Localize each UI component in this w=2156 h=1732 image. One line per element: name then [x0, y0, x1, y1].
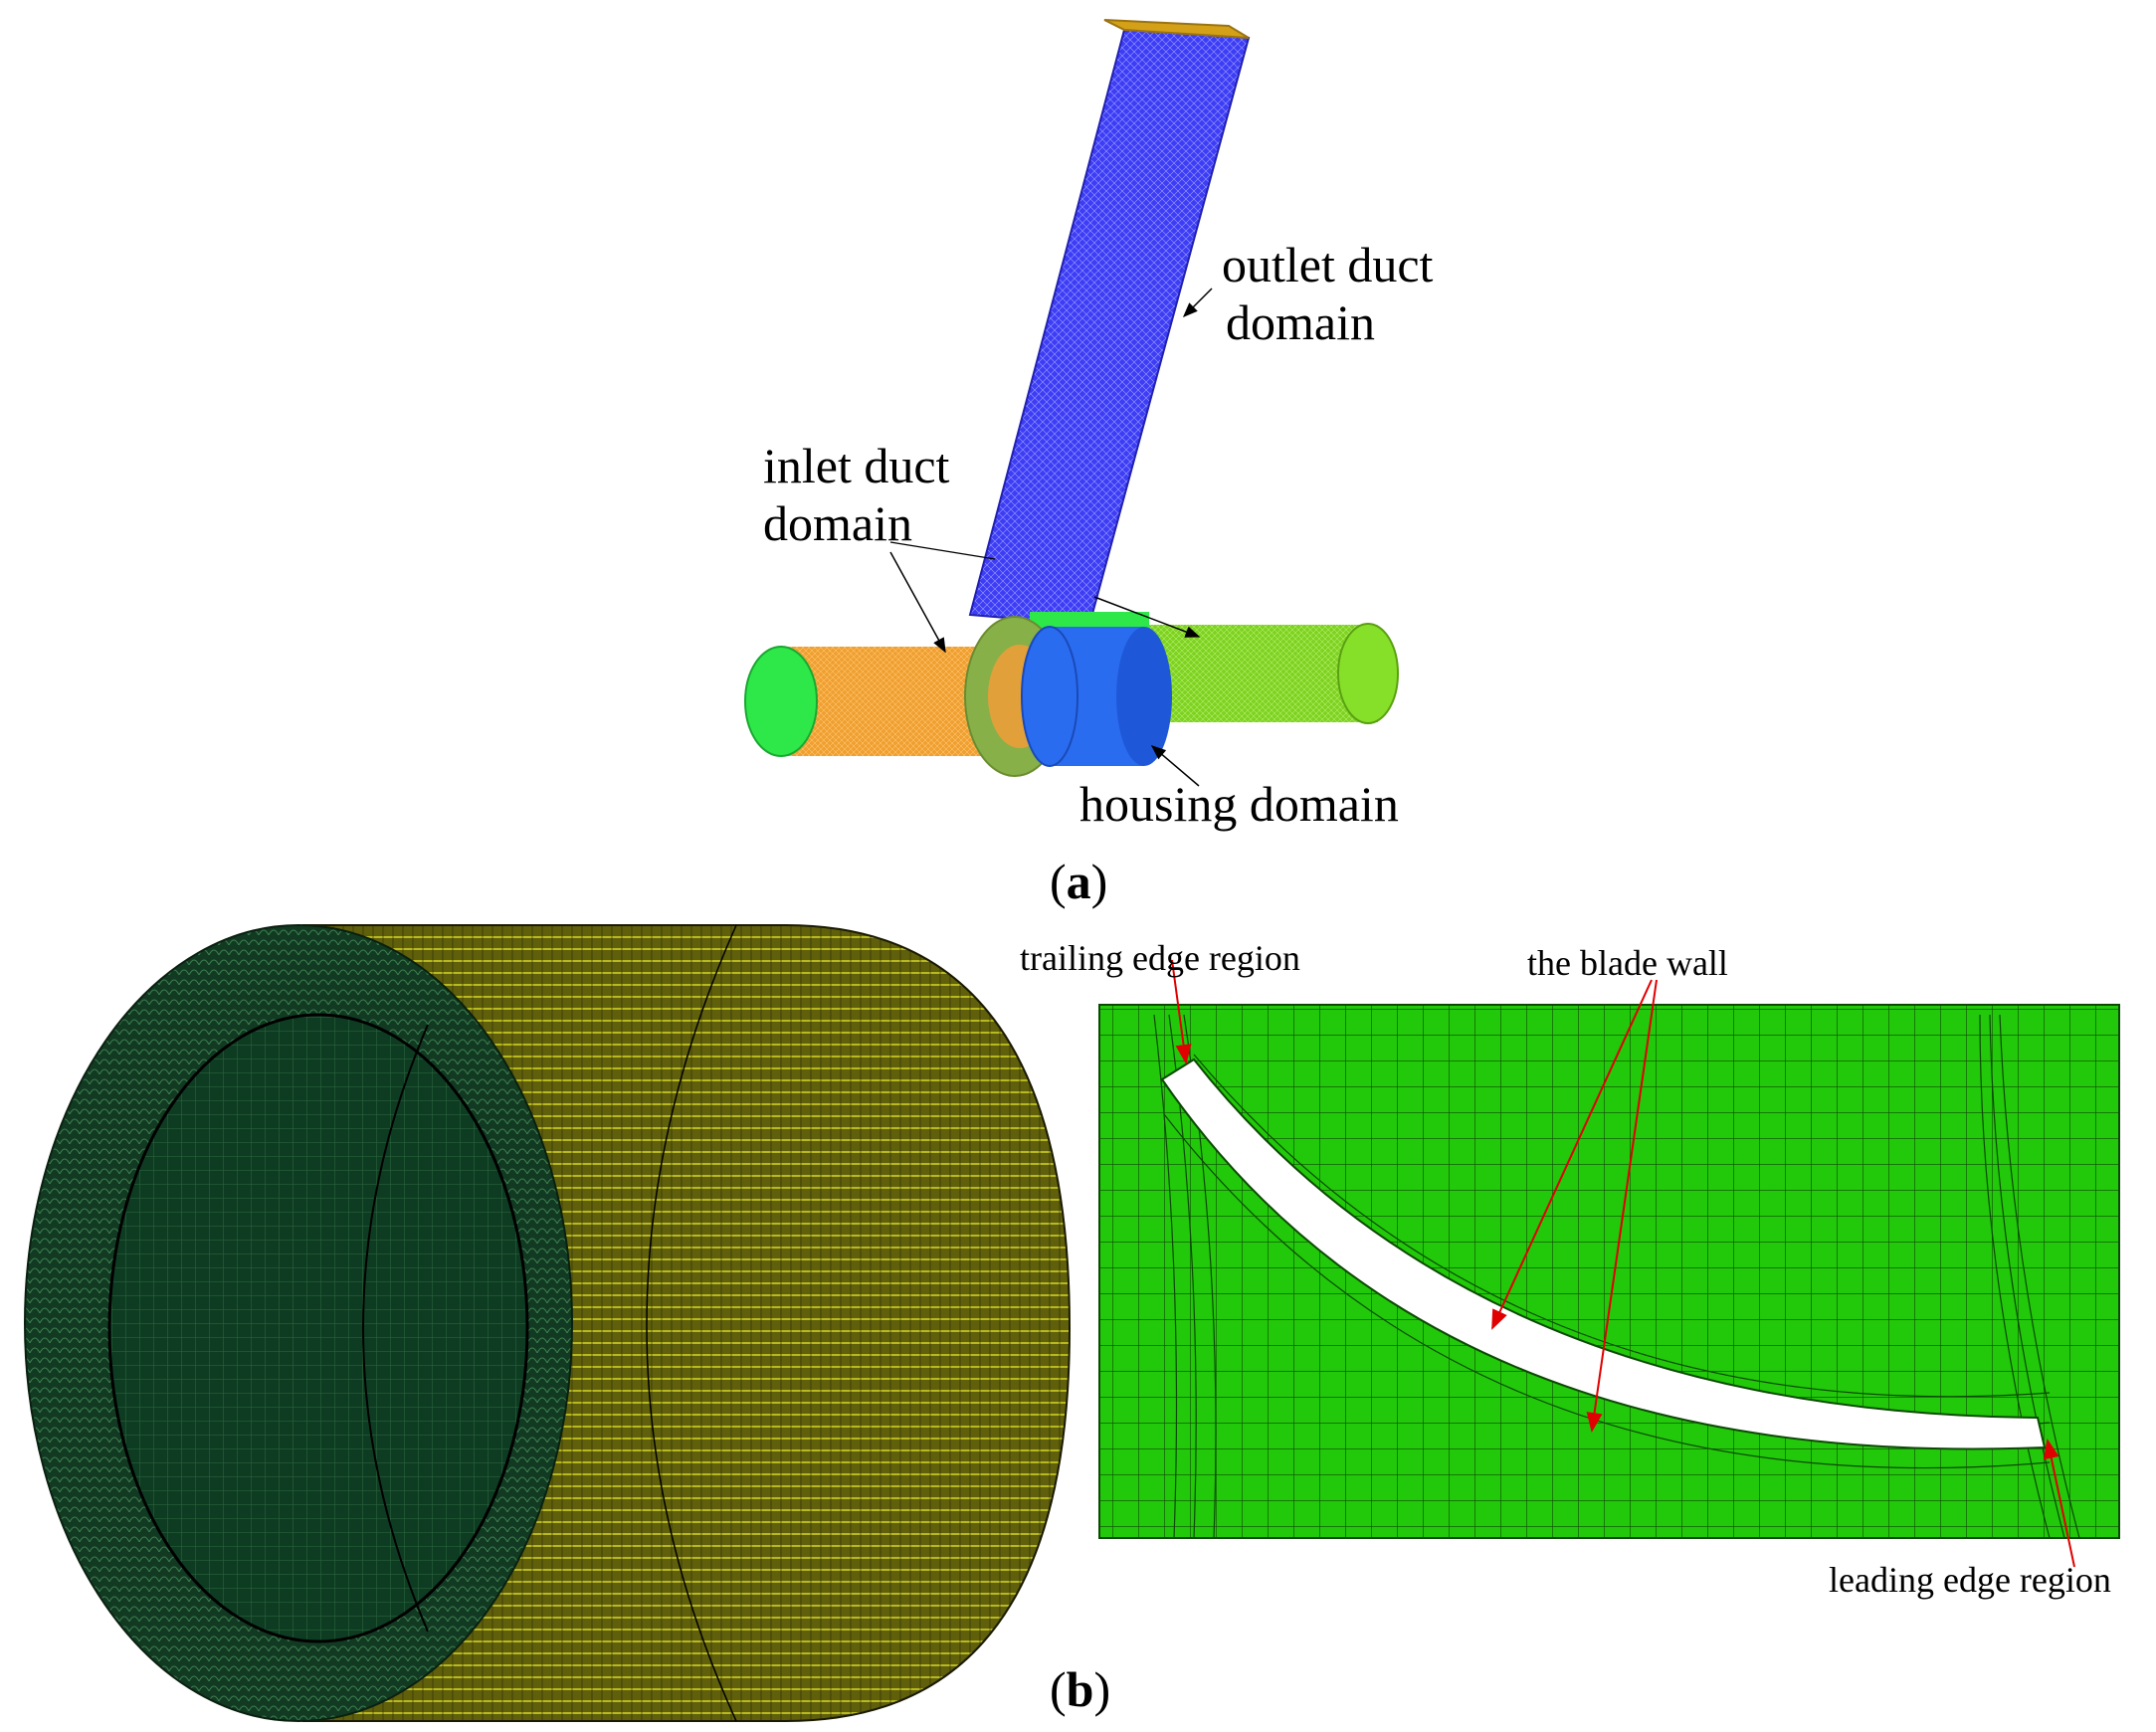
housing-label: housing domain	[1079, 776, 1399, 832]
outlet-duct-leader	[1182, 288, 1213, 318]
leading-edge-leader	[2043, 1439, 2075, 1568]
inlet-duct-leader-a	[889, 541, 996, 560]
housing-leader	[1150, 745, 1200, 787]
trailing-edge-label: trailing edge region	[1020, 938, 1300, 978]
caption-b: (b)	[1050, 1661, 1111, 1717]
caption-a: (a)	[1050, 854, 1108, 909]
blade-wall-label: the blade wall	[1527, 943, 1728, 983]
outlet-duct-domain	[968, 19, 1251, 627]
trailing-edge-leader	[1171, 959, 1192, 1064]
impeller-cylinder-mesh	[24, 924, 1072, 1722]
blade-passage-mesh	[1098, 1004, 2120, 1539]
inlet-duct-leader-b	[889, 551, 946, 654]
inlet-duct-label-line1: inlet duct	[763, 438, 950, 493]
blade-wall-leader-a	[1491, 979, 1653, 1330]
outlet-pipe-domain	[1030, 612, 1399, 724]
blade-wall-gap	[1160, 1058, 2047, 1450]
outlet-duct-top-face	[1103, 19, 1250, 39]
outlet-duct-label-line1: outlet duct	[1222, 237, 1434, 292]
inlet-duct-leader-c	[1093, 596, 1201, 638]
inlet-duct-label-line2: domain	[763, 495, 912, 551]
housing-domain	[964, 616, 1172, 777]
inlet-cap	[744, 646, 818, 757]
outlet-duct-label-line2: domain	[1226, 294, 1375, 350]
leading-edge-label: leading edge region	[1829, 1560, 2111, 1600]
blade-wall-leader-b	[1586, 979, 1658, 1433]
